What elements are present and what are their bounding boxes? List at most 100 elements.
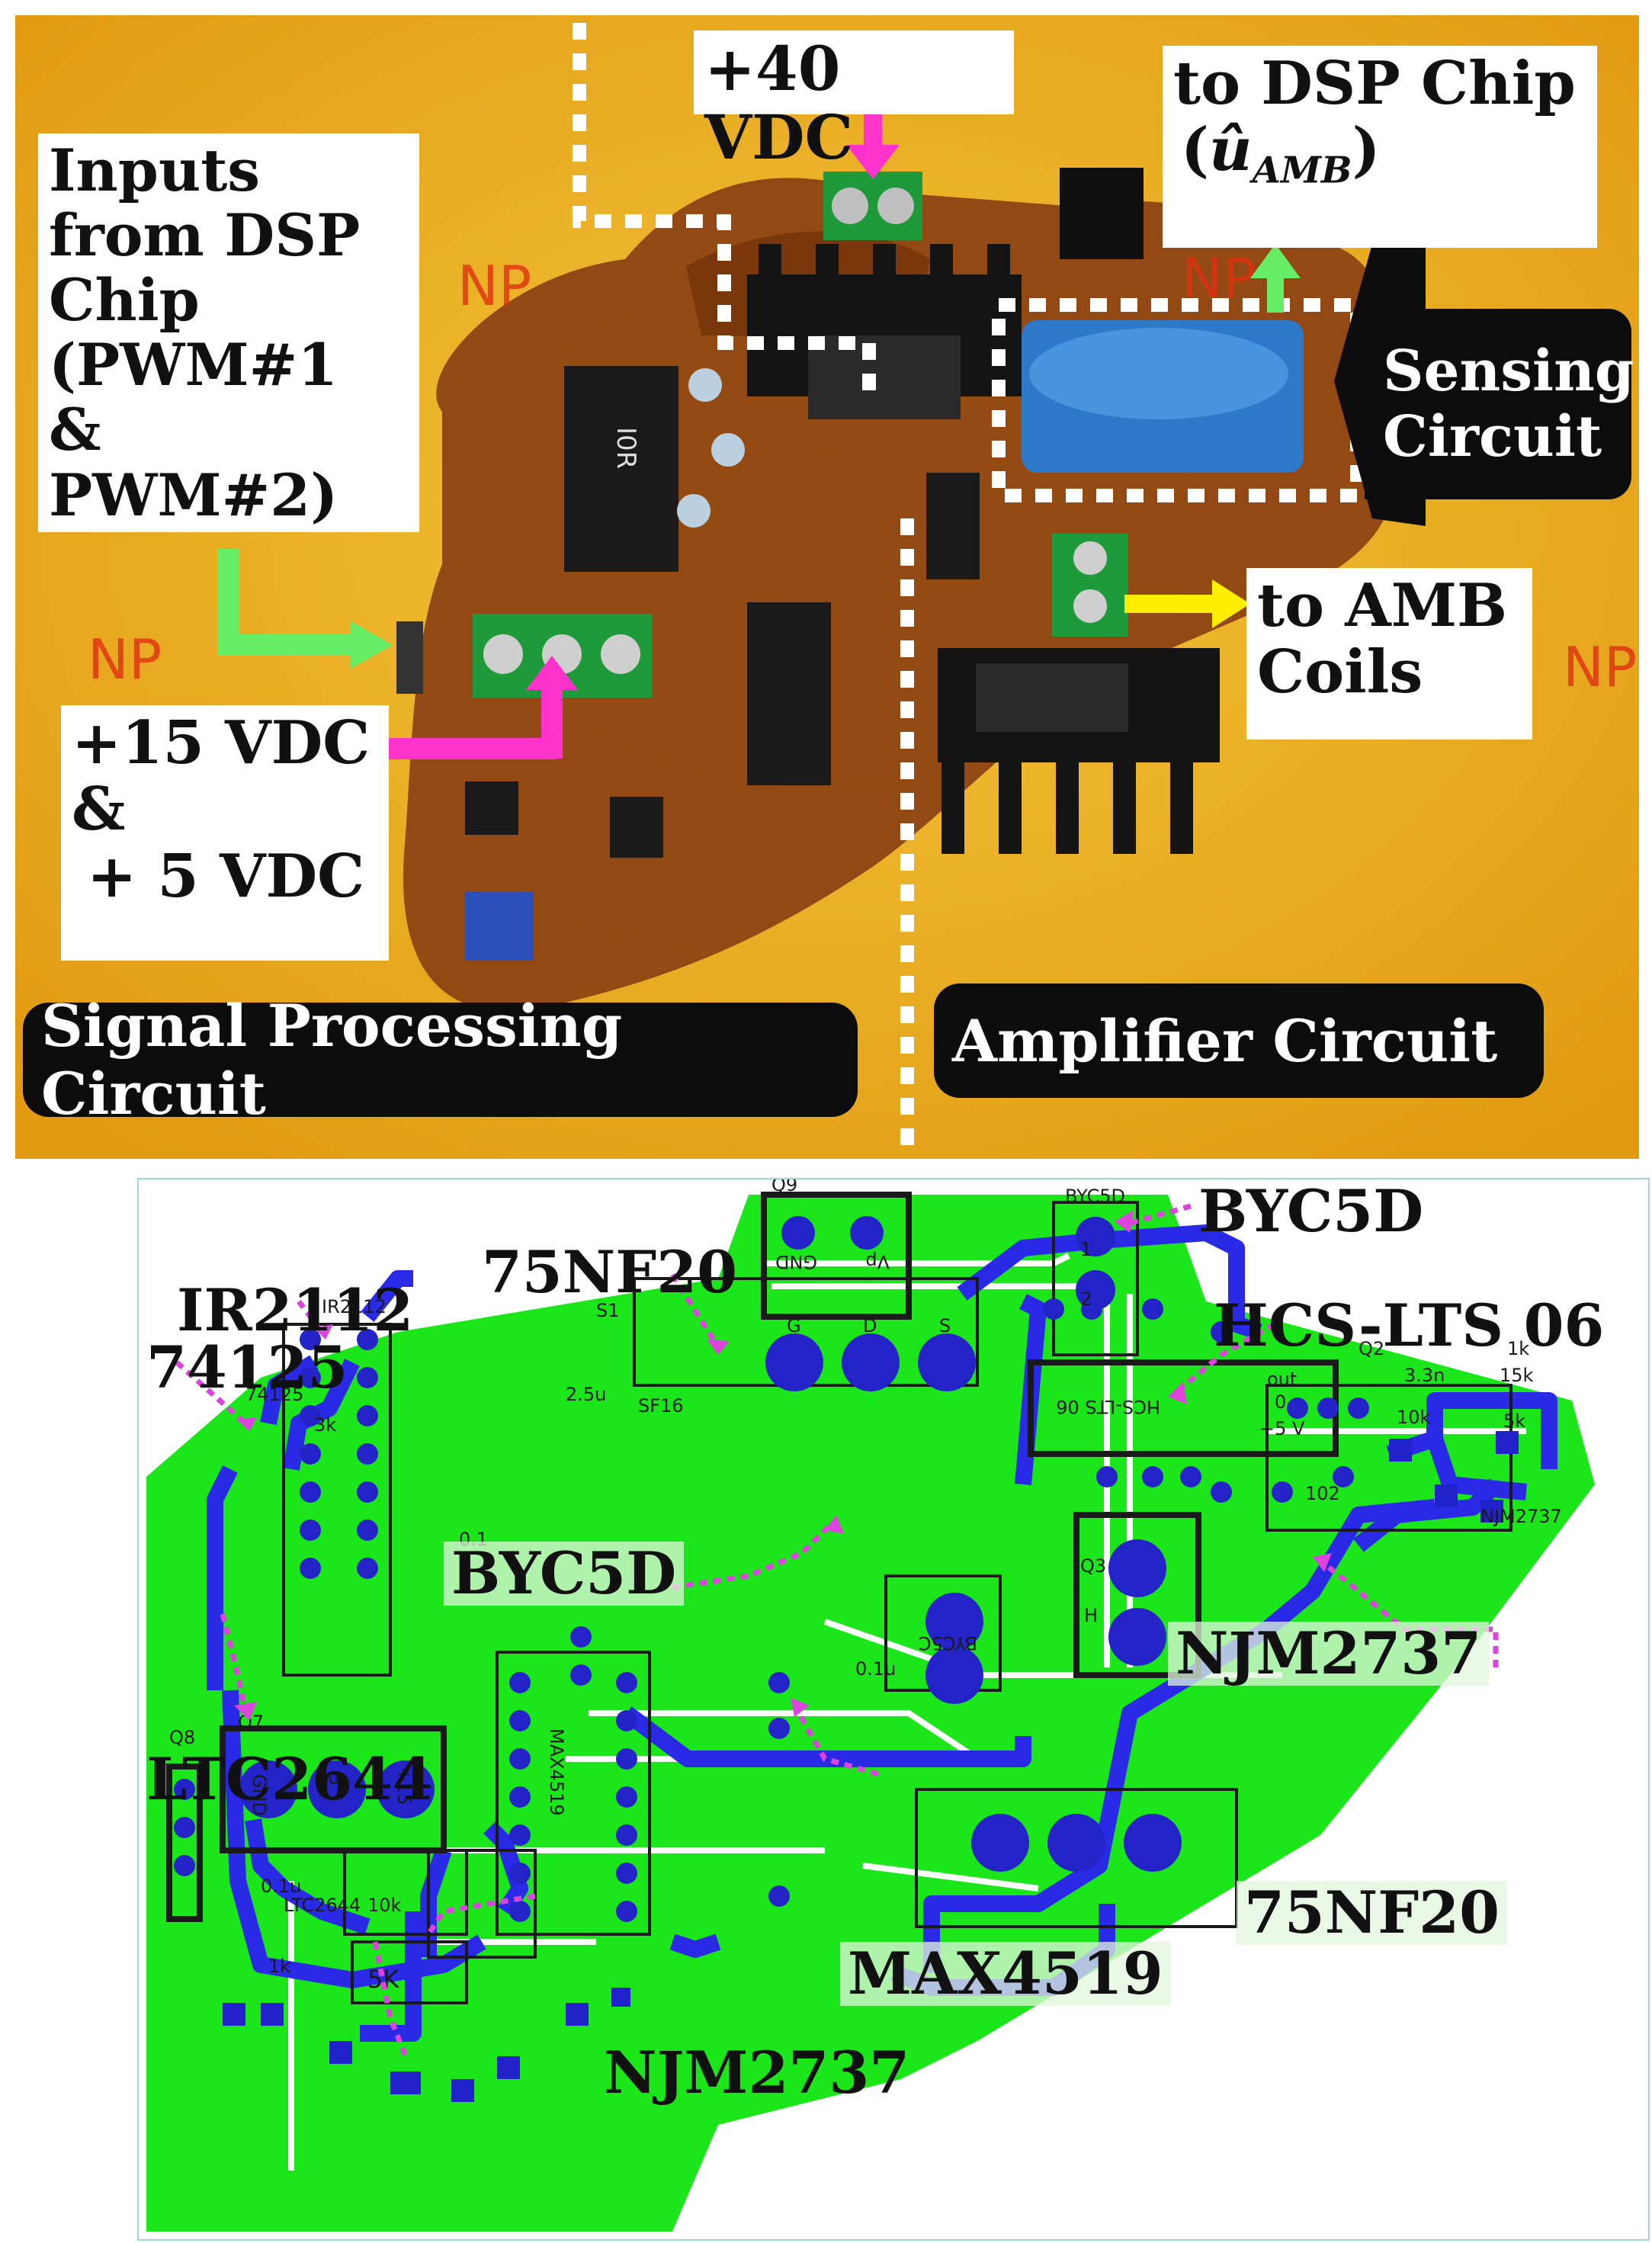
silk-102: 102 [1305, 1483, 1340, 1504]
to-dsp-label: to DSP Chip (ûAMB) [1163, 46, 1597, 248]
silk-25u: 2.5u [566, 1384, 606, 1405]
silk-q3: Q3 [1080, 1555, 1106, 1577]
callout-byc5d-top: BYC5D [1198, 1178, 1424, 1245]
callout-ltc2644: LTC2644 [146, 1745, 433, 1813]
dotted-boundaries [573, 23, 1364, 1159]
silk-byc5c: BYC5C [919, 1632, 977, 1654]
regulator [1060, 168, 1144, 259]
callout-njm2737-right: NJM2737 [1168, 1622, 1490, 1686]
terminal-block-coils [1052, 534, 1128, 637]
np-mark: NP [457, 254, 531, 318]
inputs-line: & PWM#2) [49, 396, 338, 529]
silk-g: G [787, 1315, 801, 1336]
silk-10k: 10k [1397, 1407, 1431, 1428]
np-mark: NP [1563, 635, 1637, 699]
pin-header [396, 621, 423, 694]
silk-two: 2 [1080, 1288, 1092, 1310]
arrow-power [374, 656, 578, 759]
silk-njm: NJM2737 [1480, 1506, 1562, 1527]
callout-njm2737-bottom: NJM2737 [604, 2039, 910, 2107]
silk-15k: 15k [1500, 1365, 1534, 1386]
capacitor [677, 494, 711, 528]
silk-q9: Q9 [771, 1179, 797, 1195]
silk-q2: Q2 [1358, 1338, 1384, 1359]
silk-q8: Q8 [169, 1727, 195, 1748]
current-sensor [1022, 320, 1304, 473]
silk-ir2112: IR2112 [322, 1296, 387, 1317]
inputs-line: Chip [49, 266, 200, 335]
callout-75nf20-top: 75NF20 [482, 1238, 737, 1306]
silk-3k: 3k [314, 1414, 336, 1436]
silk-d: D [863, 1315, 877, 1336]
silk-01u: 0.1u [855, 1658, 896, 1680]
q7-outline [220, 1725, 447, 1853]
inputs-line: Inputs [49, 136, 261, 204]
signal-processing-label: Signal Processing Circuit [23, 992, 858, 1128]
inputs-line: (PWM#1 [49, 331, 338, 400]
to-amb-line2: Coils [1257, 637, 1423, 708]
sensing-line1: Sensing [1383, 339, 1634, 404]
silk-gnd-q7: GND [249, 1774, 270, 1816]
heatsink-top [747, 244, 1022, 419]
silk-01u-b: 0.1u [261, 1876, 301, 1897]
5k-outline [351, 1940, 468, 2004]
svg-text:I0R: I0R [611, 427, 641, 469]
silk-hcs: HCS-LTS 06 [1056, 1396, 1160, 1417]
capacitor [688, 368, 722, 402]
np-mark: NP [88, 627, 162, 692]
capacitor [711, 433, 745, 467]
q9-outline [761, 1192, 912, 1320]
silk-max: MAX4519 [546, 1728, 567, 1816]
silk-h: H [1084, 1605, 1098, 1626]
silk-1k2: 1k [268, 1956, 290, 1977]
pcb-photo: NP NP NP NP [15, 15, 1639, 1159]
arrow-to-dsp [1250, 244, 1301, 313]
ir2112-outline [282, 1323, 392, 1677]
arrow-to-coils [1124, 579, 1250, 628]
paren-open: ( [1181, 115, 1209, 185]
silk-one: 1 [1080, 1239, 1092, 1260]
callout-ir2112: IR2112 [177, 1276, 414, 1344]
power-label: +15 VDC & + 5 VDC [61, 705, 389, 961]
u-hat-symbol: û [1208, 115, 1253, 185]
callout-75nf20-bottom: 75NF20 [1237, 1881, 1507, 1945]
nf20-bottom-outline [915, 1788, 1238, 1928]
silk-s1: S1 [596, 1300, 620, 1321]
to-dsp-line1: to DSP Chip [1173, 49, 1576, 118]
power-line1: +15 VDC [72, 708, 370, 778]
njm-bottom-outline [427, 1849, 537, 1959]
q3-outline [1073, 1512, 1201, 1678]
silk-10k2: 10k [367, 1895, 402, 1916]
to-amb-label: to AMB Coils [1246, 568, 1532, 740]
silk-sf16: SF16 [638, 1395, 684, 1417]
silkscreen-outlines [166, 1192, 1512, 2004]
pads [239, 1216, 1369, 1872]
silk-1k: 1k [1507, 1338, 1529, 1359]
paren-close: ) [1352, 115, 1381, 185]
small-ic [610, 797, 663, 858]
silk-vp: Vp [865, 1251, 890, 1272]
terminal-block-power [473, 614, 652, 698]
smd-pads [223, 1431, 1519, 2102]
callout-heads [234, 1210, 1332, 1721]
silk-byc5d: BYC5D [1065, 1186, 1125, 1207]
silk-zero: 0 [1275, 1391, 1286, 1413]
silk-33n: 3.3n [1404, 1365, 1445, 1386]
amb-subscript: AMB [1252, 149, 1352, 192]
silk-ltc: LTC2644 [284, 1895, 361, 1916]
arrow-inputs [217, 549, 393, 669]
inputs-line: from DSP [49, 201, 361, 270]
terminal-block-40v [823, 172, 922, 240]
callout-hcs-lts: HCS-LTS 06 [1214, 1292, 1605, 1359]
silk-74125: 74125 [245, 1384, 303, 1405]
callout-byc5d-mid: BYC5D [444, 1542, 685, 1606]
ic-pads [174, 1329, 790, 1922]
silk-fifteen: +15 [393, 1766, 415, 1805]
trimmer-pot [465, 892, 534, 961]
silk-gnd: GND [775, 1251, 817, 1272]
power-line3: + 5 VDC [87, 841, 365, 911]
callout-74125: 74125 [146, 1333, 348, 1401]
njm-right-outline [1265, 1384, 1512, 1532]
silk-out: out [1267, 1369, 1297, 1390]
q8-outline [166, 1763, 203, 1922]
